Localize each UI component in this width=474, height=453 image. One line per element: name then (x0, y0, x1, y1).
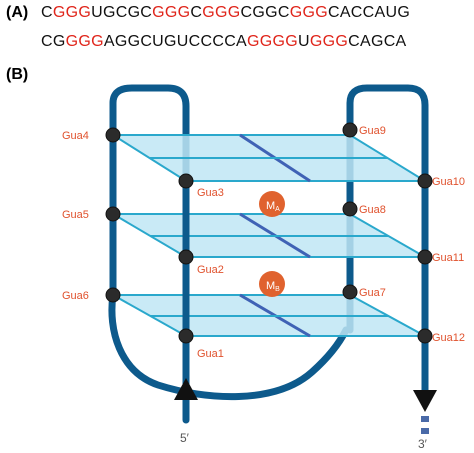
quartet-top (109, 133, 429, 183)
ion-a: MA (259, 191, 285, 217)
sequence-segment: AGGCUGUCCCCA (103, 33, 248, 50)
gua7-label: Gua7 (359, 287, 386, 299)
sequence-segment: CG (41, 33, 66, 50)
guanine-run: GGGG (247, 33, 299, 50)
arrow-down-3prime (413, 390, 437, 412)
panel-a-label: (A) (6, 4, 29, 21)
guanine-run: GGG (202, 4, 241, 21)
gua2-label: Gua2 (197, 264, 224, 276)
svg-text:MA: MA (266, 200, 280, 213)
sequence-segment: C (190, 4, 203, 21)
backbone-bottom-loop (108, 291, 350, 401)
gua3-dot (178, 173, 194, 189)
gua8-dot (342, 201, 358, 217)
gua1-dot (178, 328, 194, 344)
guanine-run: GGG (309, 33, 349, 50)
guanine-run: GGG (289, 4, 328, 21)
gua7-dot (342, 284, 358, 300)
guanine-run: GGG (152, 4, 191, 21)
quartet-middle (109, 212, 429, 259)
gua4-label: Gua4 (62, 130, 89, 142)
arrow-up-5prime (174, 378, 198, 400)
sequence-segment: UGCGC (91, 4, 153, 21)
sequence-segment: U (298, 33, 310, 50)
gua8-label: Gua8 (359, 204, 386, 216)
sequence-segment: CAGCA (348, 33, 407, 50)
gua11-dot (417, 249, 433, 265)
strand-end-5prime (183, 400, 189, 422)
gua4-dot (105, 127, 121, 143)
strand-end-3prime-b (421, 428, 429, 434)
gua9-dot (342, 122, 358, 138)
end-5prime-label: 5′ (180, 431, 190, 445)
gua10-label: Gua10 (432, 176, 465, 188)
gua12-dot (417, 328, 433, 344)
gua6-dot (105, 287, 121, 303)
backbone-right-loop (346, 84, 429, 399)
sequence-line-1: CGGGUGCGCGGGCGGGCGGCGGGCACCAUG (41, 4, 410, 22)
sequence-segment: C (41, 4, 53, 21)
gua9-label: Gua9 (359, 125, 386, 137)
sequence-segment: CACCAUG (327, 4, 411, 21)
sequence-segment: CGGC (240, 4, 290, 21)
gua12-label: Gua12 (432, 332, 465, 344)
sequence-line-2: CGGGGAGGCUGUCCCCAGGGGUGGGCAGCA (41, 33, 407, 51)
guanine-run: GGG (52, 4, 92, 21)
quartet-bottom (109, 293, 426, 338)
backbone-front (182, 177, 429, 399)
backbone-left-loop (109, 84, 190, 299)
gua3-label: Gua3 (197, 187, 224, 199)
gua1-label: Gua1 (197, 348, 224, 360)
guanine-run: GGG (65, 33, 104, 50)
strand-end-3prime-a (421, 416, 429, 422)
svg-text:MB: MB (266, 280, 280, 293)
nucleotides (105, 122, 433, 344)
gua5-dot (105, 206, 121, 222)
gua6-label: Gua6 (62, 290, 89, 302)
gua2-dot (178, 249, 194, 265)
ion-b: MB (259, 271, 285, 297)
gua10-dot (417, 173, 433, 189)
gua5-label: Gua5 (62, 209, 89, 221)
gua11-label: Gua11 (432, 252, 464, 264)
end-3prime-label: 3′ (418, 437, 428, 451)
quartet-planes (109, 133, 429, 338)
guanine-labels: Gua4 Gua5 Gua6 Gua3 Gua2 Gua1 Gua9 Gua8 … (62, 125, 465, 360)
panel-b-label: (B) (6, 66, 29, 83)
